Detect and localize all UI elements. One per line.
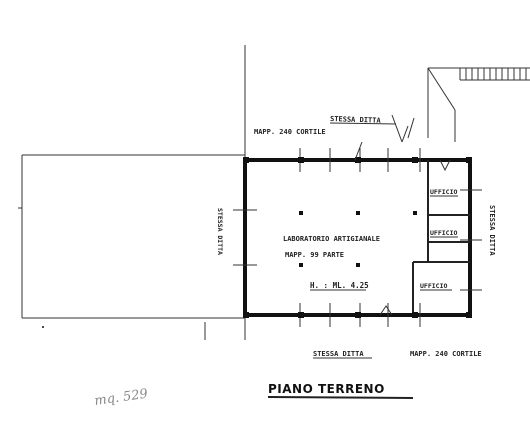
- door-marks: [354, 114, 451, 316]
- label-lab-height: H. : ML. 4.25: [310, 281, 369, 290]
- label-stessa-ditta-left: STESSA DITTA: [216, 208, 224, 255]
- label-stessa-ditta-right: STESSA DITTA: [488, 205, 496, 256]
- handwritten-note: mq. 529: [93, 387, 148, 409]
- office-partitions: [412, 160, 470, 315]
- label-mapp-240-bottom: MAPP. 240 CORTILE: [410, 350, 482, 358]
- label-lab-title: LABORATORIO ARTIGIANALE: [283, 235, 380, 243]
- label-lab-mapp: MAPP. 99 PARTE: [285, 251, 344, 259]
- stair-corner: [427, 67, 530, 142]
- label-mapp-240-top: MAPP. 240 CORTILE: [254, 128, 326, 136]
- label-ufficio-1: UFFICIO: [430, 188, 457, 196]
- structural-columns: [243, 157, 472, 318]
- plan-title: PIANO TERRENO: [268, 382, 385, 396]
- label-ufficio-3: UFFICIO: [420, 282, 447, 290]
- label-stessa-ditta-bottom: STESSA DITTA: [313, 350, 364, 358]
- left-adjacent-lot: [18, 154, 245, 319]
- label-stessa-ditta-top: STESSA DITTA: [330, 115, 382, 125]
- label-ufficio-2: UFFICIO: [430, 229, 457, 237]
